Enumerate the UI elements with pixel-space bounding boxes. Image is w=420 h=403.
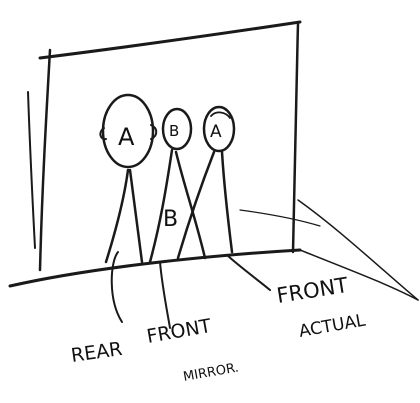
front-mirror-label-line1: FRONT xyxy=(145,315,213,348)
figure-b-body-label: B xyxy=(163,207,178,232)
rear-label: REAR xyxy=(70,338,124,367)
front-mirror-label-line2: MIRROR. xyxy=(182,360,240,385)
front-actual-callout-line xyxy=(228,256,270,290)
front-actual-label-line1: FRONT xyxy=(275,273,350,308)
figure-middle-head-label: B xyxy=(169,122,179,140)
figure-a-head-label: A xyxy=(118,123,135,151)
front-mirror-callout-line xyxy=(160,262,170,328)
figure-right xyxy=(178,107,234,258)
figure-right-head-label: A xyxy=(210,122,222,142)
front-actual-label-line2: ACTUAL xyxy=(297,310,367,341)
figure-a xyxy=(100,95,156,262)
rear-callout-line xyxy=(112,252,122,322)
